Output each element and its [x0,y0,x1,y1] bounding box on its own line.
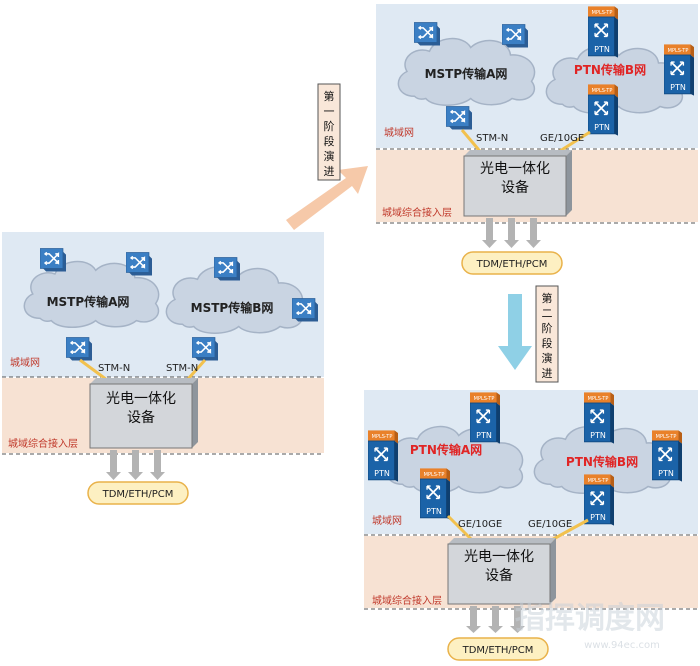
stage2-ptn-b-label: PTN传输B网 [574,62,646,77]
stage3-output-label: TDM/ETH/PCM [462,645,534,656]
stage2-link-b-label: GE/10GE [540,133,584,144]
evolution-2-char: 段 [542,336,553,350]
ptn-tag: MPLS-TP [424,472,445,478]
stage1-link-a-label: STM-N [98,363,130,374]
ptn-name: PTN [594,123,610,132]
stage1-switch-icon [126,252,152,276]
stage2-evolution-label-box [535,285,559,383]
stage2-switch-icon [446,106,472,130]
stage1-panel: MSTP传输A网 MSTP传输B网 STM-N STM-N 城域网 光电一体化 … [2,232,324,505]
stage3-metro-label: 城域网 [372,514,402,527]
stage2-output-pill [461,251,563,275]
stage3-ptn-node-icon: MPLS-TP PTN [584,392,614,444]
stage2-output-arrows [482,218,541,248]
ptn-tag: MPLS-TP [588,396,609,402]
stage2-link-a-label: STM-N [476,133,508,144]
stage2-switch-icon [414,22,440,46]
stage1-device-line2: 设备 [127,409,155,426]
ptn-tag: MPLS-TP [668,48,689,54]
ptn-name: PTN [590,431,606,440]
stage3-device-line1: 光电一体化 [464,549,534,565]
ptn-name: PTN [670,83,686,92]
evolution-1-char: 一 [324,105,335,118]
evolution-2-char: 第 [542,291,553,305]
stage2-metro-label: 城域网 [384,126,414,139]
evolution-2-char: 二 [542,307,553,320]
stage1-output-arrows [106,450,165,480]
watermark: 指挥调度网 www.94ec.com [515,601,665,651]
stage3-panel: MPLS-TP PTN MPLS-TP PTN MPLS-TP PTN MPLS… [364,390,698,661]
evolution-1-char: 进 [324,165,335,178]
stage1-mstp-b-label: MSTP传输B网 [191,300,274,315]
stage2-device-box: 光电一体化 设备 [463,150,572,217]
stage3-ptn-a-label: PTN传输A网 [410,442,482,457]
stage1-output-pill [87,481,189,505]
stage2-switch-icon [502,24,528,48]
stage3-ptn-node-icon: MPLS-TP PTN [584,474,614,526]
evolution-1-char: 第 [324,89,335,103]
ptn-name: PTN [658,469,674,478]
ptn-name: PTN [476,431,492,440]
ptn-name: PTN [590,513,606,522]
evolution-1-char: 演 [324,149,335,163]
stage3-output-arrows [466,606,525,633]
stage1-switch-icon [292,298,318,322]
stage3-ptn-node-icon: MPLS-TP PTN [368,430,398,482]
stage2-mstp-a-label: MSTP传输A网 [425,66,508,81]
stage3-access-label: 城域综合接入层 [372,594,442,607]
watermark-url: www.94ec.com [584,640,660,651]
ptn-tag: MPLS-TP [592,10,613,16]
evolution-1-char: 段 [324,134,335,148]
stage3-ptn-node-icon: MPLS-TP PTN [652,430,682,482]
stage3-ptn-node-icon: MPLS-TP PTN [420,468,450,520]
stage1-evolution-label-box [317,83,341,181]
evolution-arrow-2: 第 二 阶 段 演 进 [498,285,559,383]
stage1-output-label: TDM/ETH/PCM [102,489,174,500]
evolution-arrow-1: 第 一 阶 段 演 进 [286,83,368,230]
stage3-link-a [446,514,476,544]
ptn-tag: MPLS-TP [588,478,609,484]
stage3-device-box: 光电一体化 设备 [447,538,556,605]
stage2-access-label: 城域综合接入层 [382,206,452,219]
ptn-name: PTN [426,507,442,516]
stage2-ptn-node-icon: MPLS-TP PTN [588,84,618,136]
stage3-output-pill [447,637,549,661]
stage3-ptn-node-icon: MPLS-TP PTN [470,392,500,444]
evolution-2-char: 进 [542,367,553,380]
stage2-ptn-node-icon: MPLS-TP PTN [664,44,694,96]
stage1-switch-icon [40,248,66,272]
stage3-ptn-b-label: PTN传输B网 [566,454,638,469]
evolution-2-char: 演 [542,351,553,365]
stage1-access-label: 城域综合接入层 [8,437,78,450]
stage1-metro-label: 城域网 [10,356,40,369]
stage1-device-box: 光电一体化 设备 [89,378,198,449]
stage3-device-line2: 设备 [485,567,513,584]
stage2-device-line2: 设备 [501,179,529,196]
stage1-device-line1: 光电一体化 [106,391,176,407]
stage2-ptn-node-icon: MPLS-TP PTN [588,6,618,58]
stage3-link-a-label: GE/10GE [458,519,502,530]
ptn-tag: MPLS-TP [656,434,677,440]
stage2-panel: MPLS-TP PTN MPLS-TP PTN MPLS-TP PTN MSTP… [376,4,698,275]
stage2-device-line1: 光电一体化 [480,161,550,177]
ptn-name: PTN [374,469,390,478]
stage1-link-b-label: STM-N [166,363,198,374]
ptn-tag: MPLS-TP [372,434,393,440]
watermark-main: 指挥调度网 [515,601,665,636]
stage1-mstp-a-label: MSTP传输A网 [47,294,130,309]
stage1-switch-icon [66,337,92,361]
ptn-tag: MPLS-TP [474,396,495,402]
stage3-link-b-label: GE/10GE [528,519,572,530]
stage1-switch-icon [214,257,240,281]
stage2-output-label: TDM/ETH/PCM [476,259,548,270]
evolution-2-char: 阶 [542,321,553,335]
evolution-1-char: 阶 [324,119,335,133]
ptn-name: PTN [594,45,610,54]
ptn-tag: MPLS-TP [592,88,613,94]
stage1-switch-icon [192,337,218,361]
